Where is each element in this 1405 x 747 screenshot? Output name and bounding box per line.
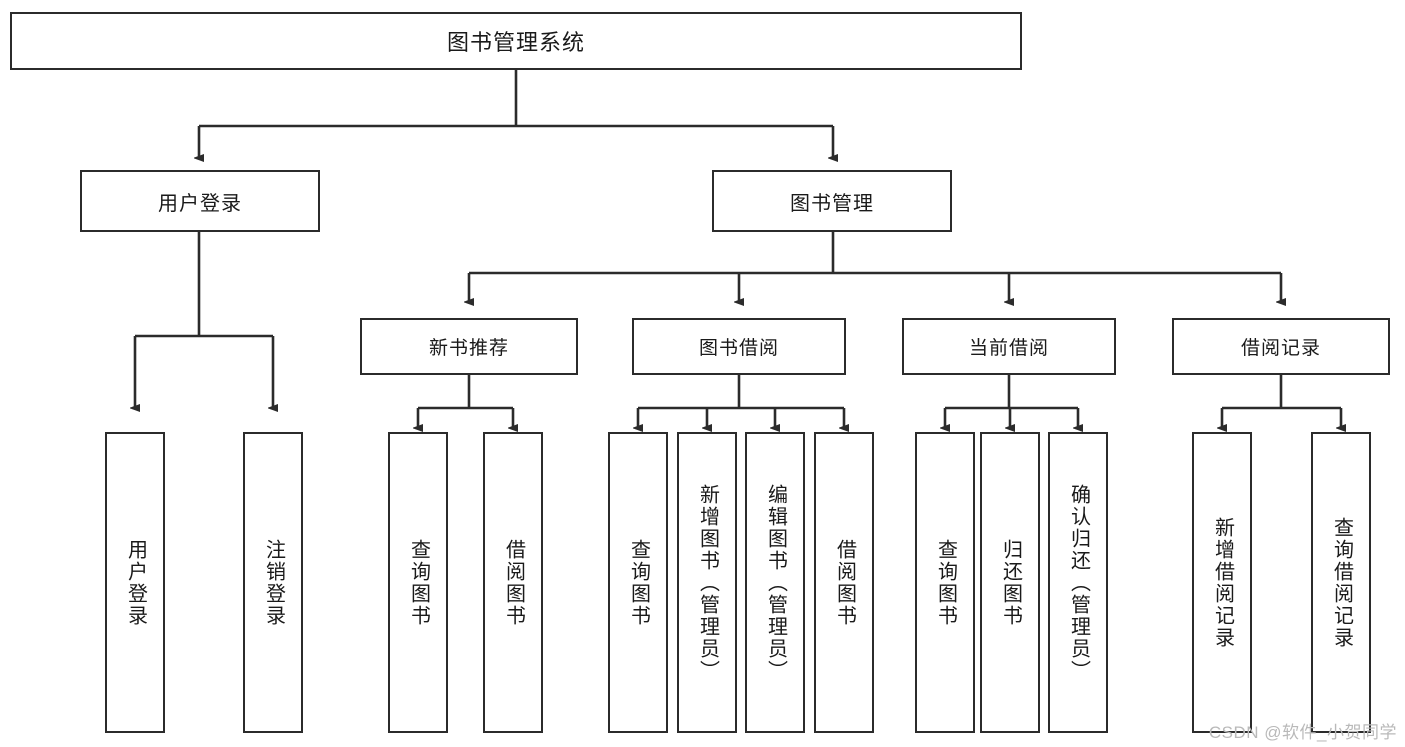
node-label: 注销登录	[262, 538, 285, 627]
node-label: 借阅记录	[1240, 338, 1321, 359]
node-user-login[interactable]: 用户登录	[80, 170, 320, 232]
node-label: 借阅图书	[502, 538, 525, 627]
node-borrow-record[interactable]: 借阅记录	[1172, 318, 1390, 375]
leaf-borrow-book[interactable]: 借阅图书	[814, 432, 874, 733]
leaf-query-book-borrow[interactable]: 查询图书	[608, 432, 668, 733]
leaf-logout[interactable]: 注销登录	[243, 432, 303, 733]
node-label: 新增借阅记录	[1211, 516, 1234, 649]
node-label: 查询图书	[407, 538, 430, 627]
leaf-query-book-recommend[interactable]: 查询图书	[388, 432, 448, 733]
leaf-add-borrow-record[interactable]: 新增借阅记录	[1192, 432, 1252, 733]
node-label: 编辑图书（管理员）	[764, 483, 787, 682]
node-book-management[interactable]: 图书管理	[712, 170, 952, 232]
node-label: 新增图书（管理员）	[696, 483, 719, 682]
node-label: 查询图书	[934, 538, 957, 627]
node-root-book-management-system[interactable]: 图书管理系统	[10, 12, 1022, 70]
node-label: 新书推荐	[428, 338, 509, 359]
leaf-query-book-current[interactable]: 查询图书	[915, 432, 975, 733]
leaf-return-book[interactable]: 归还图书	[980, 432, 1040, 733]
node-book-borrow[interactable]: 图书借阅	[632, 318, 846, 375]
node-label: 图书借阅	[698, 338, 779, 359]
leaf-add-book-admin[interactable]: 新增图书（管理员）	[677, 432, 737, 733]
leaf-query-borrow-record[interactable]: 查询借阅记录	[1311, 432, 1371, 733]
leaf-borrow-book-recommend[interactable]: 借阅图书	[483, 432, 543, 733]
node-current-borrow[interactable]: 当前借阅	[902, 318, 1116, 375]
leaf-confirm-return-admin[interactable]: 确认归还（管理员）	[1048, 432, 1108, 733]
watermark: CSDN @软件_小贺同学	[1208, 723, 1397, 742]
node-label: 用户登录	[124, 538, 147, 627]
node-label: 查询借阅记录	[1330, 516, 1353, 649]
node-label: 借阅图书	[833, 538, 856, 627]
leaf-user-login[interactable]: 用户登录	[105, 432, 165, 733]
node-label: 归还图书	[999, 538, 1022, 627]
node-new-book-recommend[interactable]: 新书推荐	[360, 318, 578, 375]
node-label: 图书管理	[790, 192, 874, 215]
leaf-edit-book-admin[interactable]: 编辑图书（管理员）	[745, 432, 805, 733]
node-label: 当前借阅	[968, 338, 1049, 359]
node-label: 确认归还（管理员）	[1067, 483, 1090, 682]
node-label: 查询图书	[627, 538, 650, 627]
node-label: 图书管理系统	[446, 30, 585, 55]
node-label: 用户登录	[158, 192, 242, 215]
